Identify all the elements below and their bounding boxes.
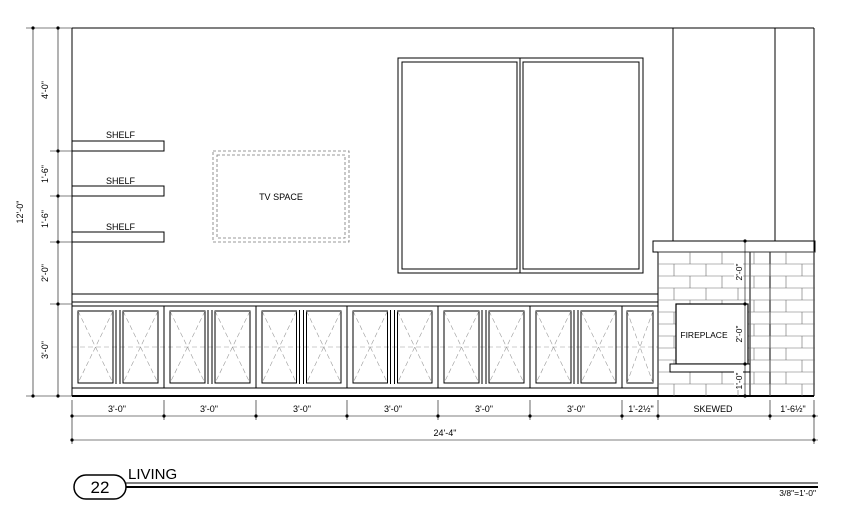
dim-fireplace-upper: 2'-0"	[734, 264, 744, 281]
firebox: FIREPLACE	[669, 303, 751, 373]
shelf-3	[71, 231, 165, 243]
dim-left-seg-5: 3'-0"	[40, 341, 50, 359]
shelves: SHELF SHELF SHELF	[71, 130, 165, 243]
dim-left-seg-1: 4'-0"	[40, 81, 50, 99]
drawing-scale: 3/8"=1'-0"	[779, 488, 816, 498]
dim-h-seg-1: 3'-0"	[108, 404, 126, 414]
dim-total-height: 12'-0"	[15, 201, 25, 224]
drawing-title: LIVING	[128, 466, 177, 483]
fireplace-vertical-dimensions: 2'-0" 2'-0" 1'-0"	[734, 239, 747, 398]
window	[397, 57, 644, 274]
tv-space: TV SPACE	[212, 150, 350, 243]
countertop	[72, 293, 658, 303]
title-block: 22 LIVING 3/8"=1'-0"	[73, 466, 818, 500]
dim-h-seg-8: SKEWED	[693, 404, 733, 414]
dim-h-seg-9: 1'-6½"	[780, 404, 805, 414]
dim-fireplace-lower: 1'-0"	[734, 373, 744, 390]
wall-outline	[71, 27, 815, 397]
fireplace-label: FIREPLACE	[680, 330, 728, 340]
dim-h-seg-5: 3'-0"	[475, 404, 493, 414]
shelf-3-label: SHELF	[106, 222, 136, 232]
dim-fireplace-middle: 2'-0"	[734, 326, 744, 343]
left-vertical-dimensions: 12'-0" 4'-0" 1'-6" 1'-6" 2'-0" 3'-0"	[15, 26, 72, 398]
dim-left-seg-4: 2'-0"	[40, 264, 50, 282]
dim-h-seg-7: 1'-2½"	[628, 404, 653, 414]
dim-h-seg-4: 3'-0"	[384, 404, 402, 414]
drawing-number: 22	[91, 478, 110, 497]
shelf-2-label: SHELF	[106, 176, 136, 186]
dim-h-seg-6: 3'-0"	[567, 404, 585, 414]
shelf-2	[71, 185, 165, 197]
shelf-1-label: SHELF	[106, 130, 136, 140]
dim-h-seg-2: 3'-0"	[200, 404, 218, 414]
tv-space-label: TV SPACE	[259, 192, 303, 202]
dim-left-seg-2: 1'-6"	[40, 165, 50, 183]
dim-left-seg-3: 1'-6"	[40, 210, 50, 228]
bottom-horizontal-dimensions: 3'-0" 3'-0" 3'-0" 3'-0" 3'-0" 3'-0" 1'-2…	[70, 400, 818, 444]
dim-h-total: 24'-4"	[434, 428, 457, 438]
chimney-chase	[672, 28, 776, 241]
cabinets	[71, 305, 659, 389]
dim-h-seg-3: 3'-0"	[293, 404, 311, 414]
shelf-1	[71, 140, 165, 152]
